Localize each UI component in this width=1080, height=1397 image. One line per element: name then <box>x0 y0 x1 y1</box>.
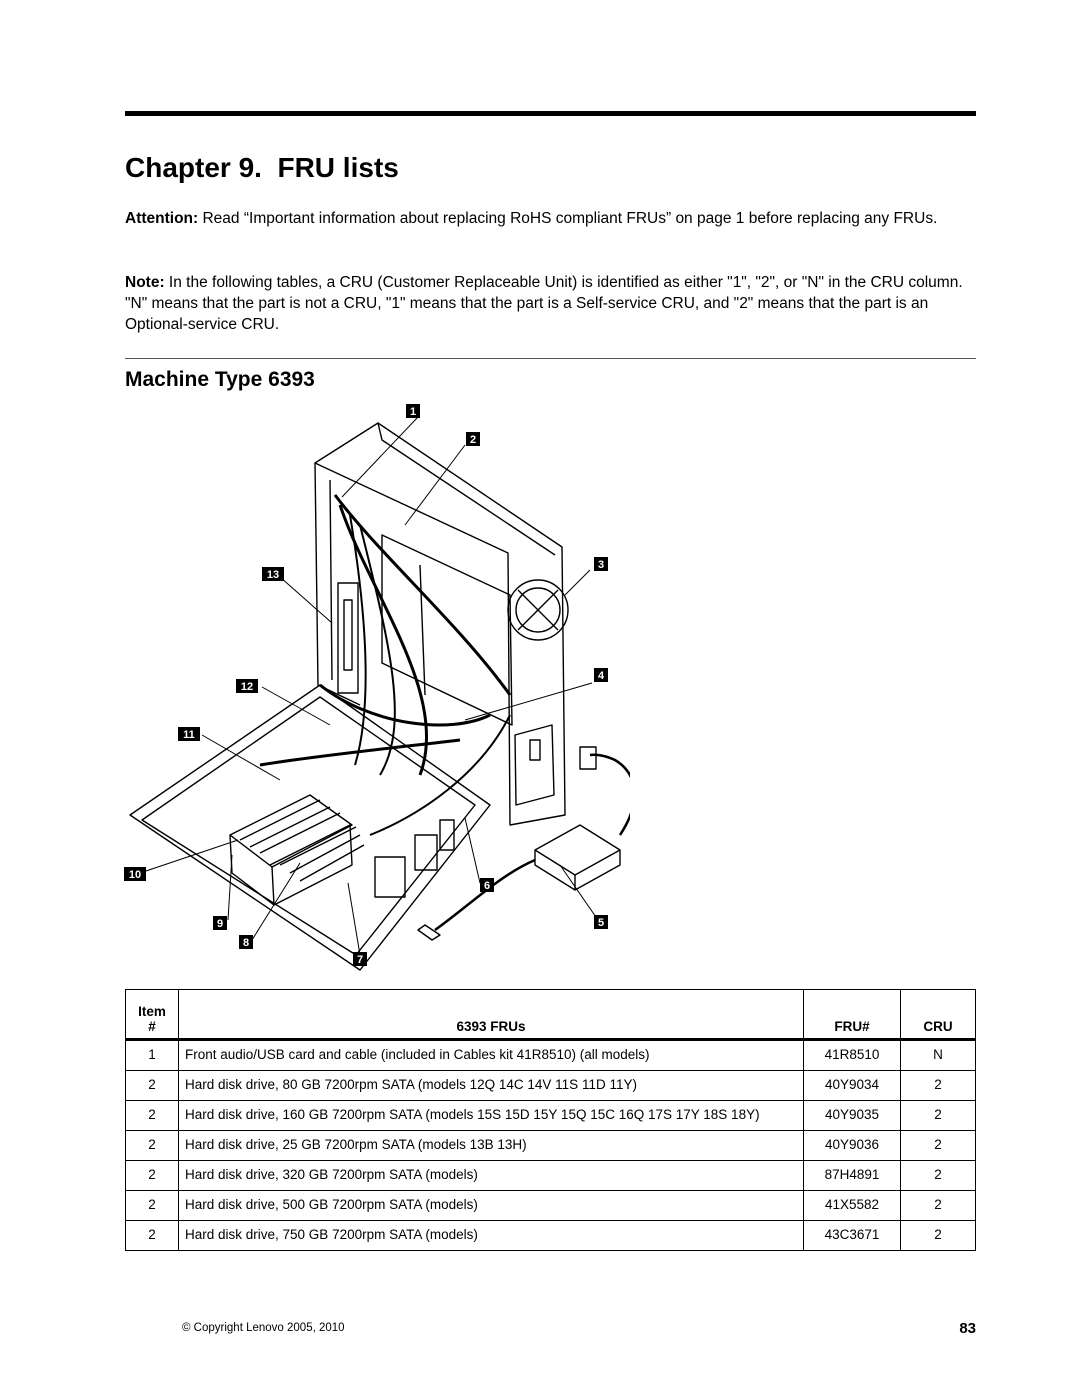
note-label: Note: <box>125 274 165 291</box>
note-text: In the following tables, a CRU (Customer… <box>125 274 963 333</box>
header-fru: FRU# <box>803 989 901 1040</box>
header-cru: CRU <box>900 989 976 1040</box>
cell-item: 2 <box>125 1100 179 1131</box>
callout-13: 13 <box>262 567 284 581</box>
cell-cru: N <box>900 1039 976 1071</box>
svg-text:8: 8 <box>243 937 249 949</box>
callout-5: 5 <box>594 915 608 929</box>
callout-4: 4 <box>594 668 608 682</box>
cell-item: 2 <box>125 1190 179 1221</box>
chapter-title: Chapter 9. FRU lists <box>125 152 399 183</box>
cell-fru: 87H4891 <box>803 1160 901 1191</box>
svg-text:9: 9 <box>217 918 223 930</box>
table-row: 2 Hard disk drive, 160 GB 7200rpm SATA (… <box>125 1100 976 1131</box>
callout-12: 12 <box>236 679 258 693</box>
cell-fru: 41X5582 <box>803 1190 901 1221</box>
cell-item: 2 <box>125 1160 179 1191</box>
top-rule <box>125 111 976 116</box>
cell-description: Hard disk drive, 160 GB 7200rpm SATA (mo… <box>178 1100 804 1131</box>
cell-cru: 2 <box>900 1190 976 1221</box>
svg-text:5: 5 <box>598 917 604 929</box>
cell-fru: 40Y9035 <box>803 1100 901 1131</box>
cell-fru: 40Y9036 <box>803 1130 901 1161</box>
svg-text:6: 6 <box>484 880 490 892</box>
callout-9: 9 <box>213 916 227 930</box>
svg-text:4: 4 <box>598 670 605 682</box>
attention-label: Attention: <box>125 210 199 227</box>
section-title: Machine Type 6393 <box>125 368 315 391</box>
callout-3: 3 <box>594 557 608 571</box>
svg-text:11: 11 <box>183 729 195 741</box>
table-row: 2 Hard disk drive, 80 GB 7200rpm SATA (m… <box>125 1070 976 1101</box>
cell-fru: 41R8510 <box>803 1039 901 1071</box>
table-row: 1 Front audio/USB card and cable (includ… <box>125 1039 976 1071</box>
svg-text:10: 10 <box>129 869 141 881</box>
table-row: 2 Hard disk drive, 750 GB 7200rpm SATA (… <box>125 1220 976 1251</box>
cell-description: Hard disk drive, 750 GB 7200rpm SATA (mo… <box>178 1220 804 1251</box>
cell-cru: 2 <box>900 1160 976 1191</box>
fru-table: Item# 6393 FRUs FRU# CRU 1 Front audio/U… <box>125 989 976 1251</box>
cell-cru: 2 <box>900 1100 976 1131</box>
table-row: 2 Hard disk drive, 25 GB 7200rpm SATA (m… <box>125 1130 976 1161</box>
table-row: 2 Hard disk drive, 500 GB 7200rpm SATA (… <box>125 1190 976 1221</box>
callout-11: 11 <box>178 727 200 741</box>
header-item: Item# <box>125 989 179 1040</box>
svg-text:13: 13 <box>267 569 279 581</box>
cell-item: 1 <box>125 1039 179 1071</box>
cell-fru: 40Y9034 <box>803 1070 901 1101</box>
cell-item: 2 <box>125 1220 179 1251</box>
callout-10: 10 <box>124 867 146 881</box>
callout-7: 7 <box>353 952 367 966</box>
cell-cru: 2 <box>900 1070 976 1101</box>
header-description: 6393 FRUs <box>178 989 804 1040</box>
cell-description: Front audio/USB card and cable (included… <box>178 1039 804 1071</box>
svg-text:12: 12 <box>241 681 253 693</box>
cell-description: Hard disk drive, 320 GB 7200rpm SATA (mo… <box>178 1160 804 1191</box>
callout-2: 2 <box>466 432 480 446</box>
cell-item: 2 <box>125 1130 179 1161</box>
table-row: 2 Hard disk drive, 320 GB 7200rpm SATA (… <box>125 1160 976 1191</box>
cell-cru: 2 <box>900 1130 976 1161</box>
svg-text:7: 7 <box>357 954 363 966</box>
page-number: 83 <box>959 1320 976 1337</box>
svg-text:2: 2 <box>470 434 476 446</box>
cell-fru: 43C3671 <box>803 1220 901 1251</box>
cell-cru: 2 <box>900 1220 976 1251</box>
svg-text:1: 1 <box>410 406 416 418</box>
attention-text: Read “Important information about replac… <box>202 210 938 227</box>
svg-text:3: 3 <box>598 559 604 571</box>
section-rule <box>125 358 976 359</box>
note-paragraph: Note: In the following tables, a CRU (Cu… <box>125 272 977 335</box>
callout-1: 1 <box>406 404 420 418</box>
callout-6: 6 <box>480 878 494 892</box>
cell-description: Hard disk drive, 500 GB 7200rpm SATA (mo… <box>178 1190 804 1221</box>
copyright-footer: © Copyright Lenovo 2005, 2010 <box>182 1322 345 1334</box>
cell-item: 2 <box>125 1070 179 1101</box>
machine-exploded-illustration: 1 2 3 4 5 6 7 8 9 10 11 12 13 <box>124 404 630 971</box>
attention-paragraph: Attention: Read “Important information a… <box>125 208 977 229</box>
cell-description: Hard disk drive, 25 GB 7200rpm SATA (mod… <box>178 1130 804 1161</box>
table-header-row: Item# 6393 FRUs FRU# CRU <box>125 989 976 1040</box>
cell-description: Hard disk drive, 80 GB 7200rpm SATA (mod… <box>178 1070 804 1101</box>
callout-8: 8 <box>239 935 253 949</box>
